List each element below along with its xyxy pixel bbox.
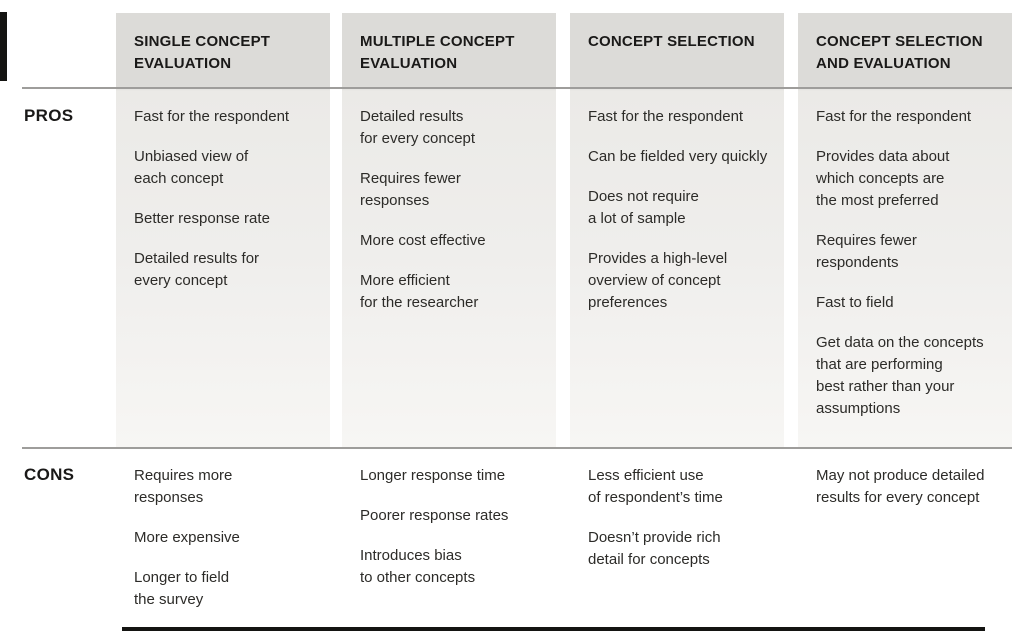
- pros-item: Can be fielded very quickly: [588, 148, 768, 165]
- left-accent-bar: [0, 12, 7, 81]
- pros-cons-divider-line: [22, 447, 1012, 449]
- column-background: [570, 13, 784, 448]
- cons-item: Longer response time: [360, 467, 506, 484]
- pros-item: Provides data about which concepts are t…: [816, 148, 950, 209]
- column-title: SINGLE CONCEPT EVALUATION: [134, 33, 271, 72]
- column-background: [342, 13, 556, 448]
- pros-item: Fast for the respondent: [134, 108, 290, 125]
- pros-item: Does not require a lot of sample: [588, 188, 699, 227]
- column-concept-selection: CONCEPT SELECTION Fast for the responden…: [570, 0, 784, 631]
- pros-item: Fast for the respondent: [816, 108, 972, 125]
- cons-item: May not produce detailed results for eve…: [816, 467, 985, 506]
- cons-item: Doesn’t provide rich detail for concepts: [588, 529, 721, 568]
- column-title: CONCEPT SELECTION: [588, 33, 755, 50]
- cons-item: More expensive: [134, 529, 240, 546]
- bottom-accent-bar: [122, 627, 985, 631]
- column-multiple-concept-evaluation: MULTIPLE CONCEPT EVALUATION Detailed res…: [342, 0, 556, 631]
- pros-item: More efficient for the researcher: [360, 272, 479, 311]
- cons-item: Less efficient use of respondent’s time: [588, 467, 723, 506]
- cons-item: Requires more responses: [134, 467, 233, 506]
- cons-row-label: CONS: [24, 465, 75, 484]
- pros-item: More cost effective: [360, 232, 486, 249]
- column-background: [116, 13, 330, 448]
- pros-item: Fast to field: [816, 294, 894, 311]
- column-title: MULTIPLE CONCEPT EVALUATION: [360, 33, 515, 72]
- cons-list: May not produce detailed results for eve…: [816, 465, 1008, 527]
- column-background: [798, 13, 1012, 448]
- pros-item: Get data on the concepts that are perfor…: [816, 334, 984, 417]
- pros-item: Requires fewer responses: [360, 170, 461, 209]
- cons-item: Introduces bias to other concepts: [360, 547, 476, 586]
- pros-item: Better response rate: [134, 210, 270, 227]
- cons-item: Poorer response rates: [360, 507, 509, 524]
- pros-item: Fast for the respondent: [588, 108, 744, 125]
- pros-item: Requires fewer respondents: [816, 232, 917, 271]
- column-single-concept-evaluation: SINGLE CONCEPT EVALUATION Fast for the r…: [116, 0, 330, 631]
- pros-item: Provides a high-level overview of concep…: [588, 250, 728, 311]
- pros-item: Detailed results for every concept: [360, 108, 476, 147]
- cons-item: Longer to field the survey: [134, 569, 230, 608]
- pros-item: Unbiased view of each concept: [134, 148, 249, 187]
- column-title: CONCEPT SELECTION AND EVALUATION: [816, 33, 983, 72]
- column-concept-selection-and-evaluation: CONCEPT SELECTION AND EVALUATION Fast fo…: [798, 0, 1012, 631]
- header-divider-line: [22, 87, 1012, 89]
- pros-row-label: PROS: [24, 106, 74, 125]
- pros-item: Detailed results for every concept: [134, 250, 260, 289]
